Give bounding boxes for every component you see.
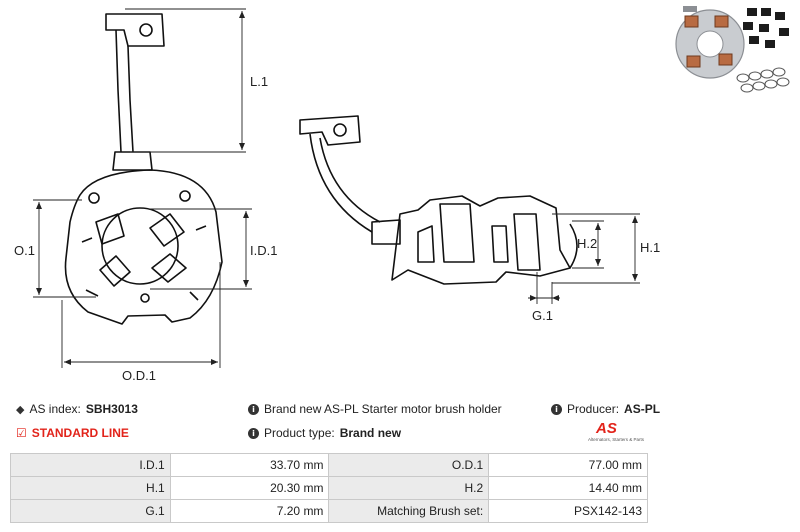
logo-tagline: Alternators, Starters & Parts (588, 437, 645, 442)
product-photo (675, 6, 790, 93)
spec-key: I.D.1 (10, 453, 171, 477)
tag-icon: ◆ (16, 403, 25, 416)
spec-key: O.D.1 (328, 453, 490, 477)
label-g1: G.1 (532, 308, 553, 323)
label-h2: H.2 (577, 236, 597, 251)
description-text: Brand new AS-PL Starter motor brush hold… (264, 402, 502, 416)
label-h1: H.1 (640, 240, 660, 255)
info-icon: i (248, 427, 259, 439)
standard-line: ☑ STANDARD LINE (16, 426, 129, 440)
checkbox-icon: ☑ (16, 426, 27, 440)
product-info: ◆ AS index: SBH3013 i Brand new AS-PL St… (0, 395, 800, 453)
label-id1: I.D.1 (250, 243, 277, 258)
spec-key: G.1 (10, 499, 171, 523)
front-plate (64, 169, 223, 325)
producer-label: Producer: (567, 402, 620, 416)
as-logo: AS Alternators, Starters & Parts (588, 420, 668, 450)
as-index-label: AS index: (29, 402, 81, 416)
table-row: I.D.1 33.70 mm O.D.1 77.00 mm (10, 453, 648, 477)
spec-value: 33.70 mm (169, 453, 330, 477)
producer: i Producer: AS-PL (551, 402, 660, 416)
technical-drawing: L.1 O.1 I.D.1 O.D.1 H.1 H.2 G.1 (14, 8, 660, 383)
spec-value: 20.30 mm (169, 476, 330, 500)
standard-line-text: STANDARD LINE (31, 426, 129, 440)
info-icon: i (248, 403, 259, 415)
spec-value: PSX142-143 (488, 499, 648, 523)
table-row: H.1 20.30 mm H.2 14.40 mm (10, 476, 648, 500)
spec-key: H.2 (328, 476, 490, 500)
as-index-value: SBH3013 (85, 402, 138, 416)
side-body (391, 195, 571, 285)
info-icon: i (551, 403, 562, 415)
side-lead-wire (309, 133, 381, 233)
table-row: G.1 7.20 mm Matching Brush set: PSX142-1… (10, 499, 648, 523)
front-lead-wire (115, 29, 134, 153)
as-index: ◆ AS index: SBH3013 (16, 402, 138, 416)
product-type: i Product type: Brand new (248, 426, 401, 440)
spec-value: 14.40 mm (488, 476, 648, 500)
product-type-label: Product type: (264, 426, 335, 440)
front-terminal-tab (105, 13, 165, 47)
specs-table: I.D.1 33.70 mm O.D.1 77.00 mm H.1 20.30 … (10, 453, 648, 523)
logo-mark: AS (596, 420, 617, 437)
label-o1: O.1 (14, 243, 35, 258)
spec-key: Matching Brush set: (328, 499, 490, 523)
spec-key: H.1 (10, 476, 171, 500)
spec-value: 77.00 mm (488, 453, 648, 477)
producer-value: AS-PL (624, 402, 661, 416)
label-od1: O.D.1 (122, 368, 156, 383)
spec-value: 7.20 mm (169, 499, 330, 523)
product-type-value: Brand new (339, 426, 402, 440)
description: i Brand new AS-PL Starter motor brush ho… (248, 402, 502, 416)
side-terminal-tab (299, 115, 361, 146)
label-l1: L.1 (250, 74, 268, 89)
